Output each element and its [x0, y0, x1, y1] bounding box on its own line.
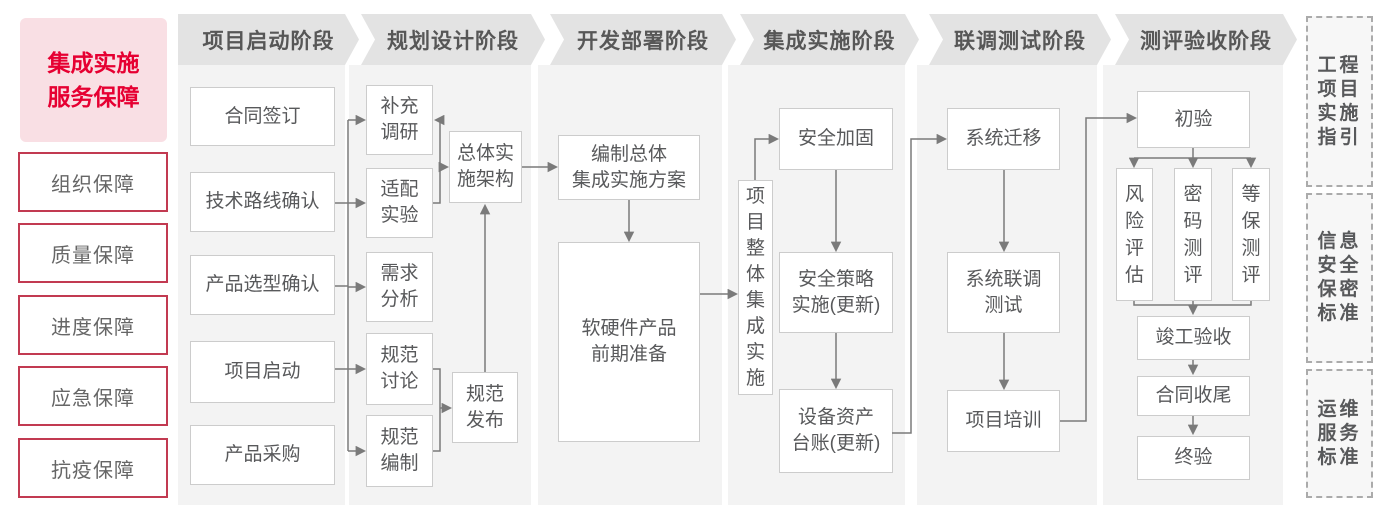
box-label-line: 需求: [380, 263, 419, 285]
standard-label-line: 标准: [1317, 303, 1362, 324]
box-label-line: 测试: [984, 294, 1023, 316]
box-tech-route-confirm: 技术路线确认: [190, 172, 335, 232]
box-adaptation-test: 适配 实验: [366, 168, 433, 238]
box-label-line: 前期准备: [590, 344, 667, 365]
box-label-line: 发布: [465, 409, 504, 431]
box-final-acceptance: 终验: [1137, 436, 1250, 480]
stage-header-dev-deploy: 开发部署阶段: [550, 14, 736, 65]
box-overall-integration-plan: 编制总体 集成实施方案: [558, 135, 700, 200]
box-label-line: 编制总体: [590, 143, 667, 165]
sidebar-item-schedule-guarantee: 进度保障: [18, 295, 168, 355]
box-system-joint-debugging-test: 系统联调 测试: [947, 252, 1060, 333]
standard-om-service: 运维 服务 标准: [1306, 369, 1373, 498]
box-security-hardening: 安全加固: [779, 108, 893, 170]
standard-project-implementation-guide: 工程 项目 实施 指引: [1306, 16, 1373, 187]
standard-label-line: 安全: [1317, 255, 1362, 276]
box-label-line: 调研: [380, 122, 419, 143]
sidebar-title-card: 集成实施 服务保障: [20, 18, 167, 142]
standard-label-line: 指引: [1317, 126, 1362, 148]
standard-label-line: 服务: [1317, 422, 1362, 444]
sidebar-item-quality-guarantee: 质量保障: [18, 223, 168, 283]
box-completion-acceptance: 竣工验收: [1137, 316, 1250, 360]
box-label-line: 施架构: [456, 169, 514, 190]
box-label-line: 补充: [380, 96, 419, 118]
sidebar-item-epidemic-guarantee: 抗疫保障: [18, 438, 168, 498]
box-product-procurement: 产品采购: [190, 425, 335, 485]
standard-label-line: 运维: [1317, 398, 1362, 420]
box-label-line: 系统联调: [965, 268, 1042, 290]
box-label-line: 讨论: [380, 371, 419, 392]
box-label-line: 实验: [380, 205, 419, 226]
standard-information-security-confidentiality: 信息 安全 保密 标准: [1306, 193, 1373, 363]
stage-header-joint-test: 联调测试阶段: [929, 14, 1111, 65]
box-overall-implementation-architecture: 总体实 施架构: [449, 131, 522, 203]
box-spec-compilation: 规范 编制: [366, 415, 433, 487]
box-risk-assessment: 风险评估: [1116, 168, 1153, 301]
box-security-policy-implementation: 安全策略 实施(更新): [779, 252, 893, 333]
box-spec-discussion: 规范 讨论: [366, 333, 433, 405]
standard-label-line: 标准: [1317, 446, 1362, 468]
box-initial-acceptance: 初验: [1137, 91, 1250, 148]
box-hw-sw-preparation: 软硬件产品 前期准备: [558, 242, 700, 442]
box-overall-project-integration: 项目整体集成实施: [738, 180, 773, 395]
box-asset-ledger-update: 设备资产 台账(更新): [779, 389, 893, 473]
sidebar-item-emergency-guarantee: 应急保障: [18, 366, 168, 426]
box-crypto-evaluation: 密码测评: [1174, 168, 1212, 301]
stage-header-integration: 集成实施阶段: [740, 14, 919, 65]
box-contract-closure: 合同收尾: [1137, 376, 1250, 416]
sidebar-title-line1: 集成实施: [47, 50, 140, 76]
box-label-line: 设备资产: [797, 407, 874, 429]
box-system-migration: 系统迁移: [947, 108, 1060, 170]
box-label-line: 编制: [380, 453, 419, 474]
stage-header-project-kickoff: 项目启动阶段: [178, 14, 359, 65]
box-project-kickoff: 项目启动: [190, 341, 335, 403]
standard-label-line: 保密: [1317, 279, 1362, 300]
box-label-line: 安全策略: [797, 268, 874, 290]
box-label-line: 总体实: [456, 143, 514, 165]
box-label-line: 规范: [380, 345, 419, 367]
stage-header-evaluation-acceptance: 测评验收阶段: [1115, 14, 1297, 65]
standard-label-line: 信息: [1317, 231, 1362, 252]
sidebar-item-organization-guarantee: 组织保障: [18, 152, 168, 212]
box-requirement-analysis: 需求 分析: [366, 252, 433, 322]
box-label-line: 规范: [465, 383, 504, 405]
box-project-training: 项目培训: [947, 390, 1060, 452]
box-contract-signing: 合同签订: [190, 87, 335, 146]
stage-header-planning-design: 规划设计阶段: [361, 14, 545, 65]
box-classified-protection-evaluation: 等保测评: [1232, 168, 1270, 301]
box-product-selection-confirm: 产品选型确认: [190, 255, 335, 315]
box-label-line: 分析: [380, 289, 419, 310]
standard-label-line: 项目: [1317, 78, 1362, 100]
box-spec-release: 规范 发布: [452, 372, 518, 443]
box-label-line: 实施(更新): [791, 294, 881, 316]
box-label-line: 集成实施方案: [571, 169, 686, 191]
standard-label-line: 工程: [1317, 54, 1362, 76]
box-label-line: 适配: [380, 179, 419, 201]
box-label-line: 软硬件产品: [581, 318, 677, 340]
sidebar-title-line2: 服务保障: [47, 84, 140, 110]
box-label-line: 规范: [380, 427, 419, 449]
box-supplementary-research: 补充 调研: [366, 85, 433, 155]
box-label-line: 台账(更新): [791, 433, 881, 454]
standard-label-line: 实施: [1317, 102, 1362, 124]
